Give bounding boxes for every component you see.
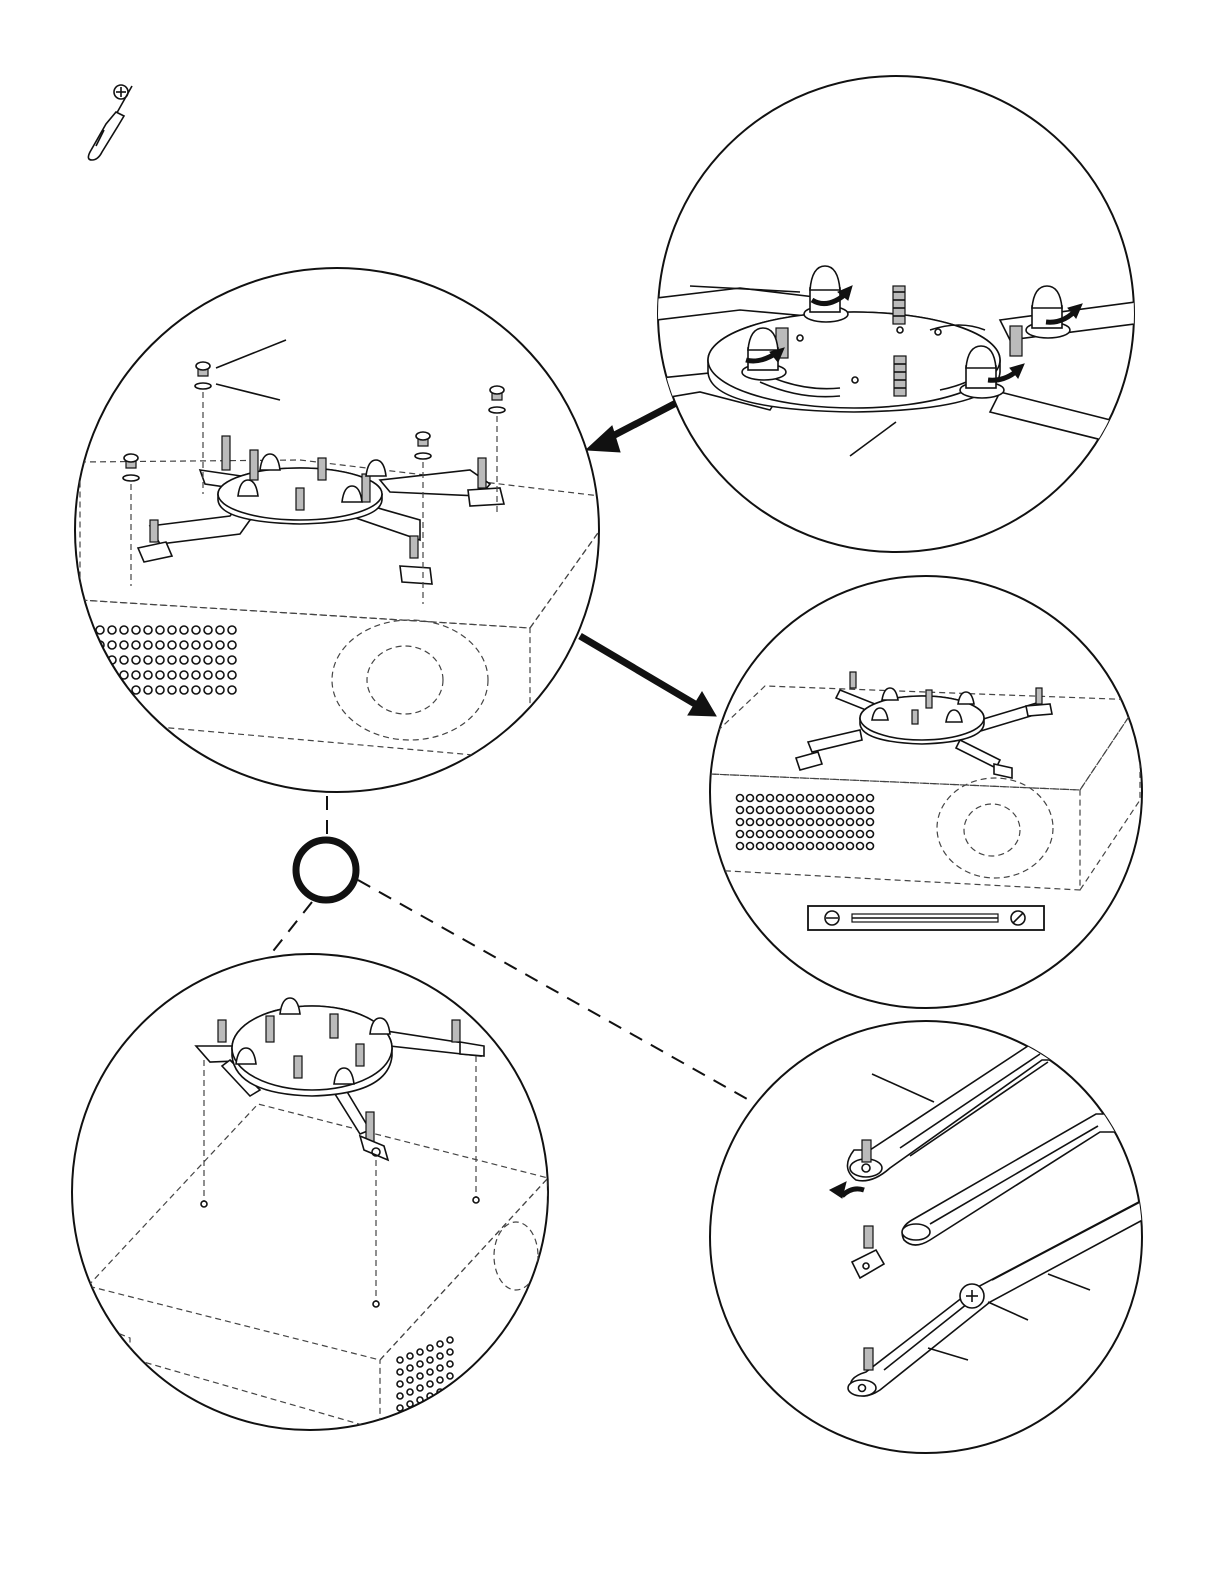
panel-mount-installed-level	[710, 576, 1142, 1008]
lock-ring-icon	[296, 840, 356, 900]
flow-arrows	[580, 402, 716, 716]
panel-arm-adjustment	[710, 1021, 1150, 1453]
panel-mount-isometric	[72, 954, 548, 1430]
panel-hardware-detail	[640, 76, 1150, 552]
phillips-screwdriver-icon	[88, 85, 132, 160]
spirit-level-icon	[808, 906, 1044, 930]
panel-mount-exploded	[75, 268, 600, 792]
